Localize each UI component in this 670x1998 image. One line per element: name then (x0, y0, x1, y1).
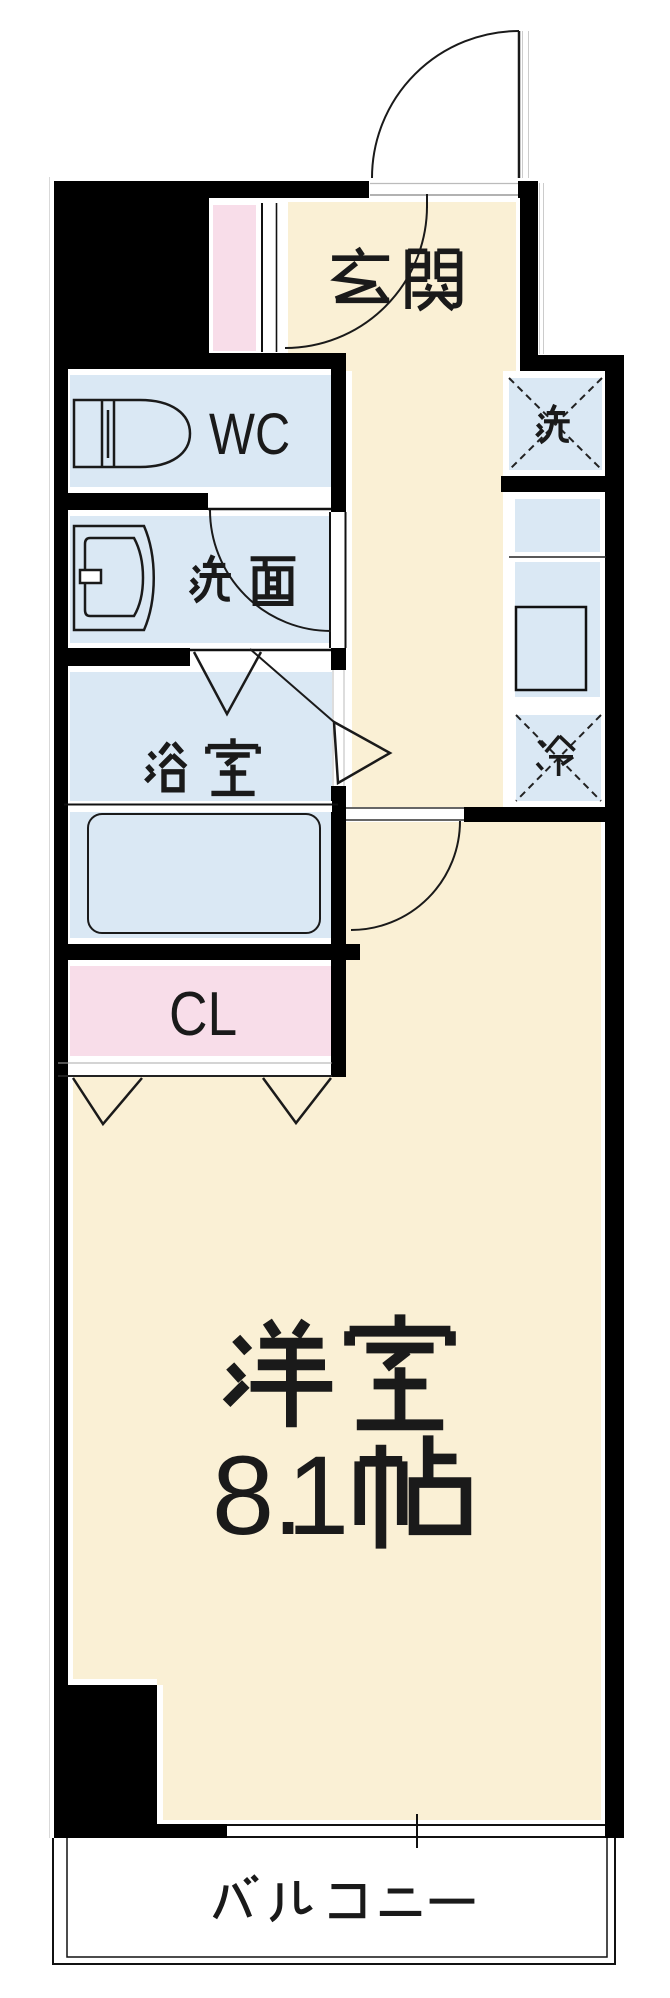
svg-text:8: 8 (212, 1433, 274, 1558)
svg-text:CL: CL (169, 980, 237, 1049)
svg-text:.: . (272, 1433, 303, 1558)
svg-text:WC: WC (209, 403, 290, 467)
svg-text:1: 1 (287, 1433, 349, 1558)
